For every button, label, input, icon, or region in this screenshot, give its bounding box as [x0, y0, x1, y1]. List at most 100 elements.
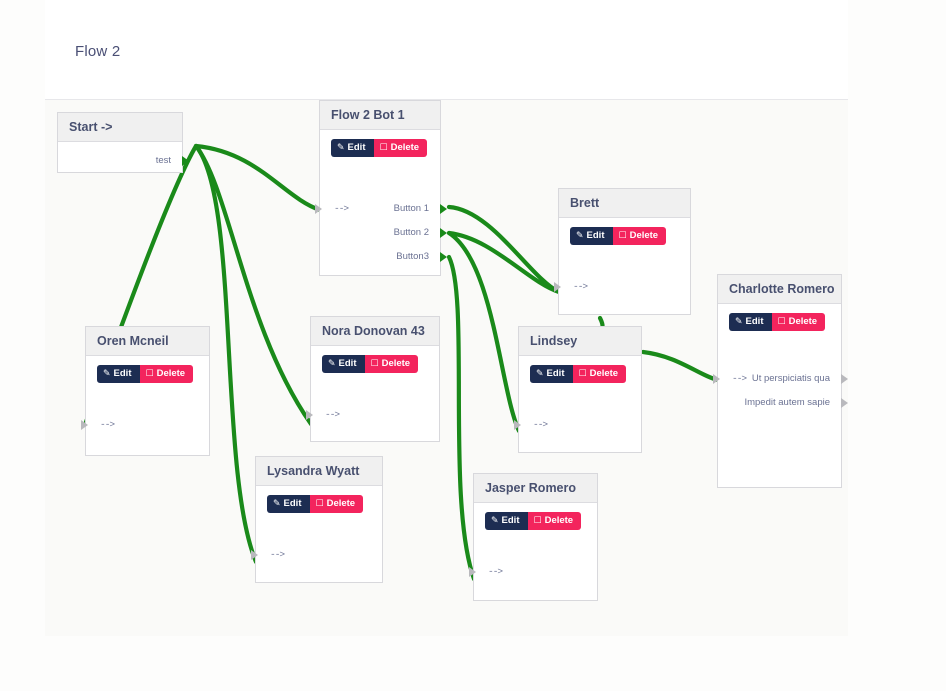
- output-port-charlotte-romero-0[interactable]: Ut perspiciatis qua: [718, 372, 848, 386]
- flow-title: Flow 2: [75, 43, 121, 60]
- edit-button-label: Edit: [501, 515, 520, 526]
- input-port-lindsey-0[interactable]: -->: [514, 418, 641, 432]
- output-port-triangle-icon: [440, 252, 447, 262]
- node-body-lindsey: ✎Edit☐Delete -->: [514, 356, 641, 450]
- node-oren-mcneil[interactable]: Oren Mcneil✎Edit☐Delete-->: [81, 326, 210, 456]
- input-port-jasper-romero-0[interactable]: -->: [469, 565, 597, 579]
- output-port-triangle-icon: [841, 398, 848, 408]
- edit-button-lysandra-wyatt[interactable]: ✎Edit: [267, 495, 310, 513]
- delete-button-flow2bot1[interactable]: ☐Delete: [373, 139, 428, 157]
- pencil-square-icon: ✎: [328, 358, 336, 368]
- node-ports-start: test: [58, 154, 189, 168]
- edit-button-brett[interactable]: ✎Edit: [570, 227, 613, 245]
- input-port-brett-0[interactable]: -->: [554, 280, 690, 294]
- output-port-flow2bot1-1[interactable]: Button 2: [320, 226, 447, 240]
- input-port-lysandra-wyatt-0[interactable]: -->: [251, 548, 382, 562]
- edit-button-label: Edit: [113, 368, 132, 379]
- node-ports-oren-mcneil: -->: [81, 418, 209, 432]
- node-body-flow2bot1: ✎Edit☐Delete --> Button 1 Button 2 Button3: [315, 130, 447, 273]
- node-jasper-romero[interactable]: Jasper Romero✎Edit☐Delete-->: [469, 473, 598, 601]
- input-port-triangle-icon: [81, 420, 88, 430]
- edit-button-oren-mcneil[interactable]: ✎Edit: [97, 365, 140, 383]
- node-title-jasper-romero: Jasper Romero: [474, 474, 597, 503]
- trash-icon: ☐: [315, 498, 324, 508]
- output-port-label: Button3: [396, 251, 429, 262]
- node-title-lindsey: Lindsey: [519, 327, 641, 356]
- trash-icon: ☐: [145, 368, 154, 378]
- delete-button-nora-donovan-43[interactable]: ☐Delete: [364, 355, 419, 373]
- output-port-start-0[interactable]: test: [58, 154, 189, 168]
- delete-button-oren-mcneil[interactable]: ☐Delete: [139, 365, 194, 383]
- input-port-oren-mcneil-0[interactable]: -->: [81, 418, 209, 432]
- delete-button-brett[interactable]: ☐Delete: [612, 227, 667, 245]
- input-port-nora-donovan-43-0[interactable]: -->: [306, 408, 439, 422]
- delete-button-jasper-romero[interactable]: ☐Delete: [527, 512, 582, 530]
- node-charlotte-romero[interactable]: Charlotte Romero✎Edit☐Delete-->Ut perspi…: [713, 274, 848, 488]
- edit-button-lindsey[interactable]: ✎Edit: [530, 365, 573, 383]
- node-actions-oren-mcneil: ✎Edit☐Delete: [86, 356, 209, 383]
- output-port-flow2bot1-0[interactable]: Button 1: [320, 202, 447, 216]
- node-title-charlotte-romero: Charlotte Romero: [718, 275, 841, 304]
- node-actions-brett: ✎Edit☐Delete: [559, 218, 690, 245]
- node-actions-nora-donovan-43: ✎Edit☐Delete: [311, 346, 439, 373]
- node-lysandra-wyatt[interactable]: Lysandra Wyatt✎Edit☐Delete-->: [251, 456, 383, 583]
- delete-button-label: Delete: [381, 358, 411, 369]
- node-actions-jasper-romero: ✎Edit☐Delete: [474, 503, 597, 530]
- input-port-label: -->: [325, 409, 340, 420]
- node-title-flow2bot1: Flow 2 Bot 1: [320, 101, 440, 130]
- input-port-triangle-icon: [514, 420, 521, 430]
- trash-icon: ☐: [533, 515, 542, 525]
- output-port-label: Button 2: [393, 227, 429, 238]
- delete-button-label: Delete: [326, 498, 356, 509]
- trash-icon: ☐: [379, 142, 388, 152]
- edit-button-nora-donovan-43[interactable]: ✎Edit: [322, 355, 365, 373]
- output-port-label: test: [155, 155, 171, 166]
- node-ports-lindsey: -->: [514, 418, 641, 432]
- edit-button-jasper-romero[interactable]: ✎Edit: [485, 512, 528, 530]
- node-lindsey[interactable]: Lindsey ✎Edit☐Delete -->: [514, 326, 642, 453]
- edit-button-charlotte-romero[interactable]: ✎Edit: [729, 313, 772, 331]
- node-nora-donovan-43[interactable]: Nora Donovan 43✎Edit☐Delete-->: [306, 316, 440, 442]
- node-body-oren-mcneil: ✎Edit☐Delete-->: [81, 356, 209, 453]
- node-body-jasper-romero: ✎Edit☐Delete -->: [469, 503, 597, 598]
- input-port-flow2bot1-0[interactable]: -->: [315, 202, 440, 216]
- output-port-flow2bot1-2[interactable]: Button3: [320, 250, 447, 264]
- edit-button-label: Edit: [745, 316, 764, 327]
- node-actions-flow2bot1: ✎Edit☐Delete: [320, 130, 440, 157]
- node-actions-charlotte-romero: ✎Edit☐Delete: [718, 304, 841, 331]
- input-port-triangle-icon: [469, 567, 476, 577]
- input-port-label: -->: [334, 203, 349, 214]
- delete-button-charlotte-romero[interactable]: ☐Delete: [771, 313, 826, 331]
- input-port-charlotte-romero-0[interactable]: -->: [713, 372, 841, 386]
- edit-button-label: Edit: [338, 358, 357, 369]
- node-ports-jasper-romero: -->: [469, 565, 597, 579]
- output-port-triangle-icon: [440, 204, 447, 214]
- pencil-square-icon: ✎: [103, 368, 111, 378]
- edit-button-flow2bot1[interactable]: ✎Edit: [331, 139, 374, 157]
- delete-button-lysandra-wyatt[interactable]: ☐Delete: [309, 495, 364, 513]
- node-brett[interactable]: Brett✎Edit☐Delete-->: [554, 188, 691, 315]
- output-port-label: Button 1: [393, 203, 429, 214]
- pencil-square-icon: ✎: [735, 316, 743, 326]
- delete-button-label: Delete: [156, 368, 186, 379]
- edit-button-label: Edit: [283, 498, 302, 509]
- pencil-square-icon: ✎: [337, 142, 345, 152]
- trash-icon: ☐: [370, 358, 379, 368]
- output-port-charlotte-romero-1[interactable]: Impedit autem sapie: [718, 396, 848, 410]
- pencil-square-icon: ✎: [273, 498, 281, 508]
- input-port-triangle-icon: [713, 374, 720, 384]
- edit-button-label: Edit: [586, 230, 605, 241]
- input-port-label: -->: [732, 373, 747, 384]
- node-ports-brett: -->: [554, 280, 690, 294]
- node-title-oren-mcneil: Oren Mcneil: [86, 327, 209, 356]
- pencil-square-icon: ✎: [536, 368, 544, 378]
- delete-button-label: Delete: [788, 316, 818, 327]
- node-ports-nora-donovan-43: -->: [306, 408, 439, 422]
- delete-button-lindsey[interactable]: ☐Delete: [572, 365, 627, 383]
- input-port-triangle-icon: [306, 410, 313, 420]
- output-port-label: Impedit autem sapie: [744, 397, 830, 408]
- node-start[interactable]: Start ->test: [57, 112, 189, 173]
